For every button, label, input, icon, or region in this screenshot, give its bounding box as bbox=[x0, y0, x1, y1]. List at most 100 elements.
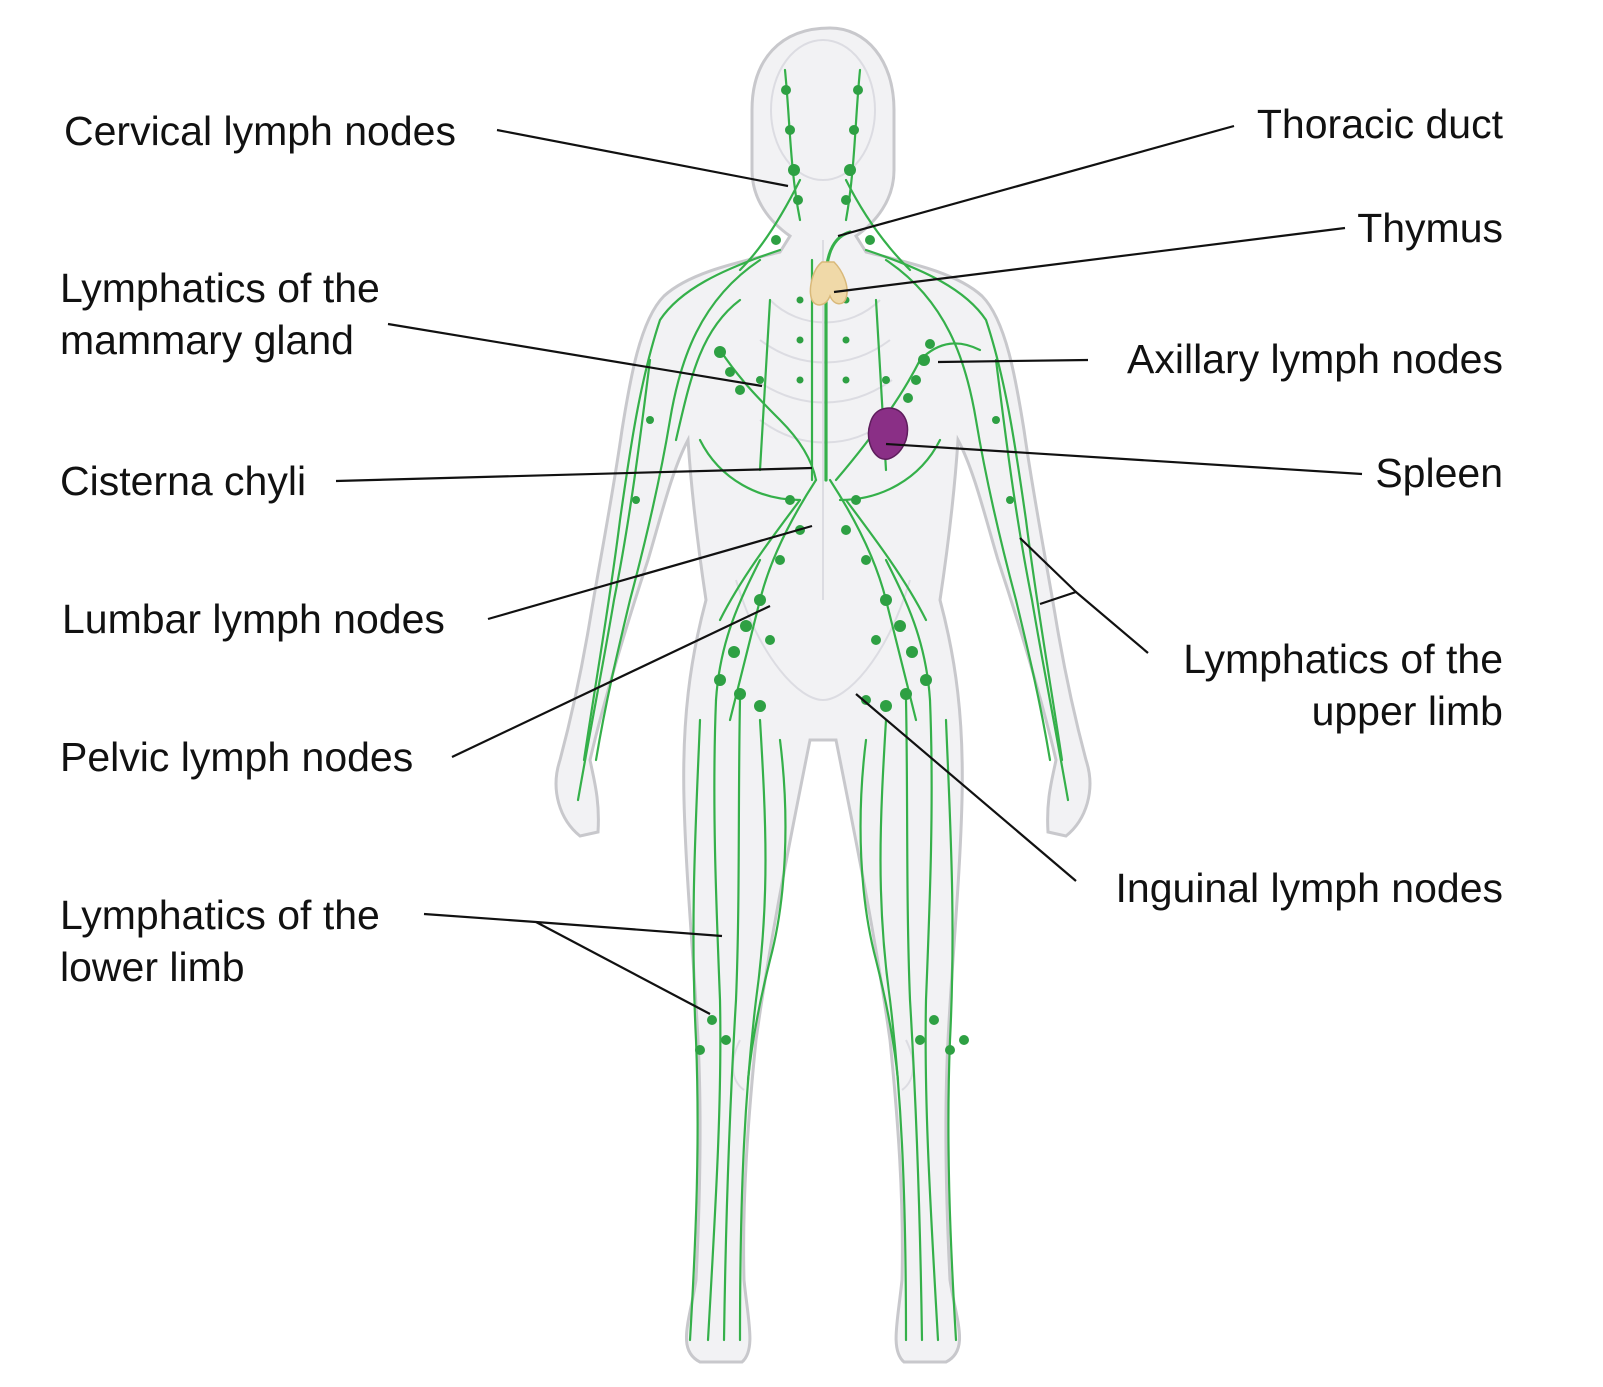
node bbox=[880, 594, 892, 606]
node bbox=[793, 195, 803, 205]
node bbox=[721, 1035, 731, 1045]
label-text-line-2: mammary gland bbox=[60, 317, 354, 363]
label-lymphatics-lower-limb: Lymphatics of the lower limb bbox=[60, 889, 380, 993]
label-text: Lumbar lymph nodes bbox=[62, 596, 445, 642]
leader-pelvic bbox=[451, 605, 771, 758]
vessel bbox=[718, 498, 802, 622]
node bbox=[849, 125, 859, 135]
node bbox=[959, 1035, 969, 1045]
node bbox=[880, 700, 892, 712]
label-text-line-1: Lymphatics of the bbox=[60, 265, 380, 311]
vessel bbox=[904, 698, 924, 1342]
vessel bbox=[718, 348, 818, 482]
leader-axillary bbox=[937, 358, 1089, 364]
vessel bbox=[746, 738, 787, 1082]
label-text-line-1: Lymphatics of the bbox=[1183, 636, 1503, 682]
node bbox=[796, 376, 804, 384]
node bbox=[771, 235, 781, 245]
node bbox=[841, 195, 851, 205]
node bbox=[915, 1035, 925, 1045]
node bbox=[714, 346, 726, 358]
label-pelvic-lymph-nodes: Pelvic lymph nodes bbox=[60, 731, 413, 783]
node bbox=[894, 620, 906, 632]
label-text: Cisterna chyli bbox=[60, 458, 307, 504]
node bbox=[765, 635, 775, 645]
node bbox=[853, 85, 863, 95]
label-inguinal-lymph-nodes: Inguinal lymph nodes bbox=[1116, 862, 1503, 914]
node bbox=[740, 620, 752, 632]
node bbox=[841, 525, 851, 535]
vessel bbox=[594, 258, 762, 762]
leader-lines bbox=[335, 124, 1363, 1015]
spleen-organ bbox=[867, 407, 909, 460]
node bbox=[756, 376, 764, 384]
node bbox=[900, 688, 912, 700]
label-axillary-lymph-nodes: Axillary lymph nodes bbox=[1127, 333, 1503, 385]
node bbox=[871, 635, 881, 645]
node bbox=[695, 1045, 705, 1055]
thymus-organ bbox=[809, 261, 848, 306]
vessel bbox=[994, 358, 1070, 802]
node bbox=[925, 339, 935, 349]
vessel bbox=[884, 258, 1052, 762]
vessel bbox=[924, 698, 940, 1342]
node bbox=[775, 555, 785, 565]
node bbox=[754, 594, 766, 606]
vessel bbox=[674, 298, 742, 442]
vessel bbox=[576, 358, 652, 802]
node bbox=[842, 376, 850, 384]
vessel bbox=[738, 718, 767, 1342]
label-text: Spleen bbox=[1375, 450, 1503, 496]
label-cervical-lymph-nodes: Cervical lymph nodes bbox=[64, 105, 456, 157]
label-thoracic-duct: Thoracic duct bbox=[1257, 98, 1503, 150]
label-lymphatics-mammary-gland: Lymphatics of the mammary gland bbox=[60, 262, 380, 366]
node bbox=[785, 125, 795, 135]
node bbox=[1006, 496, 1014, 504]
vessel bbox=[722, 698, 742, 1342]
node bbox=[735, 385, 745, 395]
node bbox=[646, 416, 654, 424]
node bbox=[796, 336, 804, 344]
node bbox=[865, 235, 875, 245]
node bbox=[861, 555, 871, 565]
node bbox=[918, 354, 930, 366]
vessel bbox=[944, 718, 958, 1342]
node bbox=[734, 688, 746, 700]
node bbox=[882, 376, 890, 384]
label-lymphatics-upper-limb: Lymphatics of the upper limb bbox=[1183, 633, 1503, 737]
body-silhouette bbox=[554, 26, 1092, 1364]
node bbox=[906, 646, 918, 658]
lymph-nodes bbox=[632, 85, 1014, 1055]
leader-inguinal bbox=[855, 693, 1077, 882]
node bbox=[796, 296, 804, 304]
vessel bbox=[758, 298, 772, 472]
vessel bbox=[864, 248, 1064, 762]
label-text: Thoracic duct bbox=[1256, 101, 1503, 147]
node bbox=[992, 416, 1000, 424]
leader-cisterna bbox=[335, 466, 813, 483]
vessel bbox=[582, 248, 782, 762]
node bbox=[911, 375, 921, 385]
node bbox=[945, 1045, 955, 1055]
node bbox=[903, 393, 913, 403]
node bbox=[714, 674, 726, 686]
vessel bbox=[879, 718, 908, 1342]
leader-spleen bbox=[885, 442, 1363, 476]
vessel bbox=[844, 498, 928, 622]
label-text: Inguinal lymph nodes bbox=[1115, 865, 1503, 911]
label-cisterna-chyli: Cisterna chyli bbox=[60, 455, 306, 507]
leader-lower-limb-branch bbox=[535, 921, 711, 1015]
label-text-line-2: upper limb bbox=[1311, 688, 1503, 734]
label-text-line-1: Lymphatics of the bbox=[60, 892, 380, 938]
label-spleen: Spleen bbox=[1375, 447, 1503, 499]
leader-thymus bbox=[833, 226, 1346, 294]
leader-lower-limb bbox=[423, 912, 723, 938]
label-text: Thymus bbox=[1357, 205, 1503, 251]
vessel bbox=[706, 698, 722, 1342]
label-thymus: Thymus bbox=[1357, 202, 1503, 254]
node bbox=[842, 336, 850, 344]
node bbox=[728, 646, 740, 658]
node bbox=[788, 164, 800, 176]
label-text-line-2: lower limb bbox=[60, 944, 245, 990]
